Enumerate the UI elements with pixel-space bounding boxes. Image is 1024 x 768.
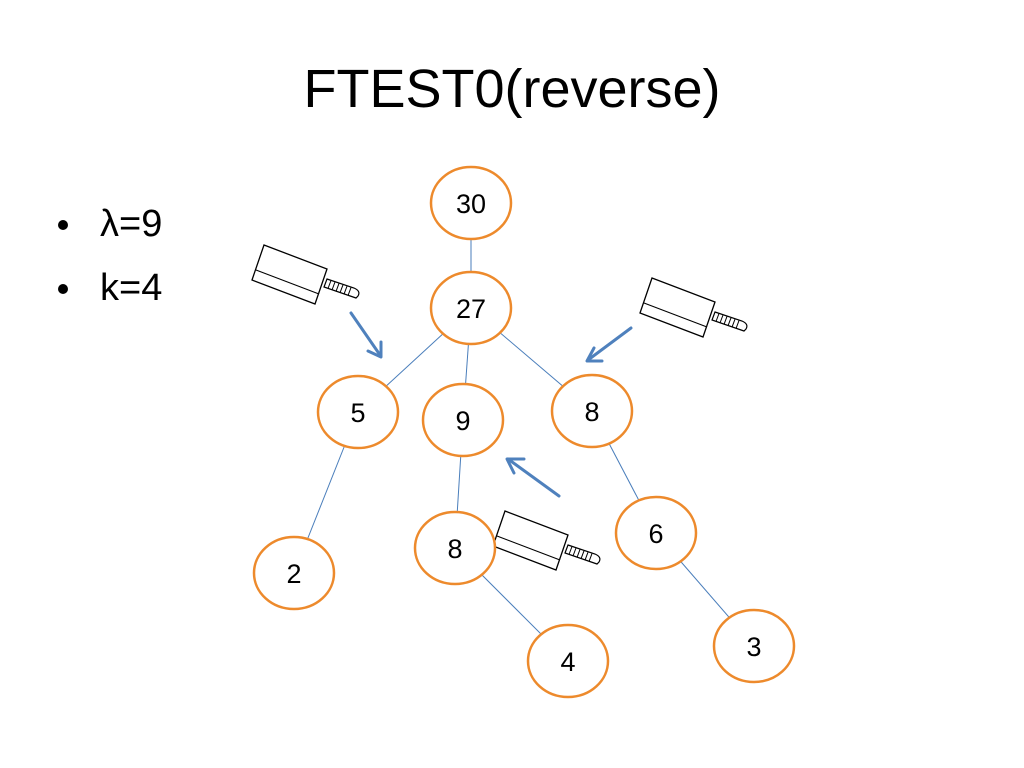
cleaver-icon <box>251 244 360 305</box>
cut-arrow-right <box>585 326 633 363</box>
node-circle <box>429 165 513 241</box>
tree-node-27: 27 <box>429 270 513 346</box>
bullet-dot-icon <box>58 284 68 294</box>
tree-node-6: 6 <box>614 495 698 571</box>
cleaver-icon <box>639 277 748 338</box>
bullet-item: k=4 <box>58 256 162 320</box>
cleaver-icon <box>492 510 601 571</box>
bullet-text: k=4 <box>100 267 163 309</box>
tree-node-5: 5 <box>316 374 400 450</box>
tree-node-9: 9 <box>421 382 505 458</box>
node-circle <box>614 495 698 571</box>
bullet-dot-icon <box>58 220 68 230</box>
node-circle <box>421 382 505 458</box>
tree-node-30: 30 <box>429 165 513 241</box>
node-label: 9 <box>455 406 470 436</box>
bullet-item: λ=9 <box>58 192 162 256</box>
tree-node-8: 8 <box>413 510 497 586</box>
node-label: 8 <box>584 397 599 427</box>
node-label: 30 <box>456 189 486 219</box>
node-label: 5 <box>350 398 365 428</box>
node-circle <box>429 270 513 346</box>
node-circle <box>413 510 497 586</box>
nodes-layer: 30 27 5 9 8 2 8 6 4 3 <box>252 165 796 699</box>
node-label: 6 <box>648 519 663 549</box>
bullet-text: λ=9 <box>100 203 163 245</box>
tree-node-8: 8 <box>550 373 634 449</box>
slide-title: FTEST0(reverse) <box>303 59 721 119</box>
node-circle <box>316 374 400 450</box>
node-circle <box>712 608 796 684</box>
node-label: 8 <box>447 534 462 564</box>
node-circle <box>550 373 634 449</box>
tree-node-4: 4 <box>526 623 610 699</box>
cut-arrow-left <box>349 311 383 359</box>
cut-arrow-bottom <box>505 457 561 498</box>
node-label: 27 <box>456 294 486 324</box>
tree-node-2: 2 <box>252 535 336 611</box>
node-circle <box>252 535 336 611</box>
node-label: 4 <box>560 647 575 677</box>
tree-node-3: 3 <box>712 608 796 684</box>
node-label: 2 <box>286 559 301 589</box>
node-label: 3 <box>746 632 761 662</box>
bullet-list: λ=9 k=4 <box>58 192 162 320</box>
node-circle <box>526 623 610 699</box>
